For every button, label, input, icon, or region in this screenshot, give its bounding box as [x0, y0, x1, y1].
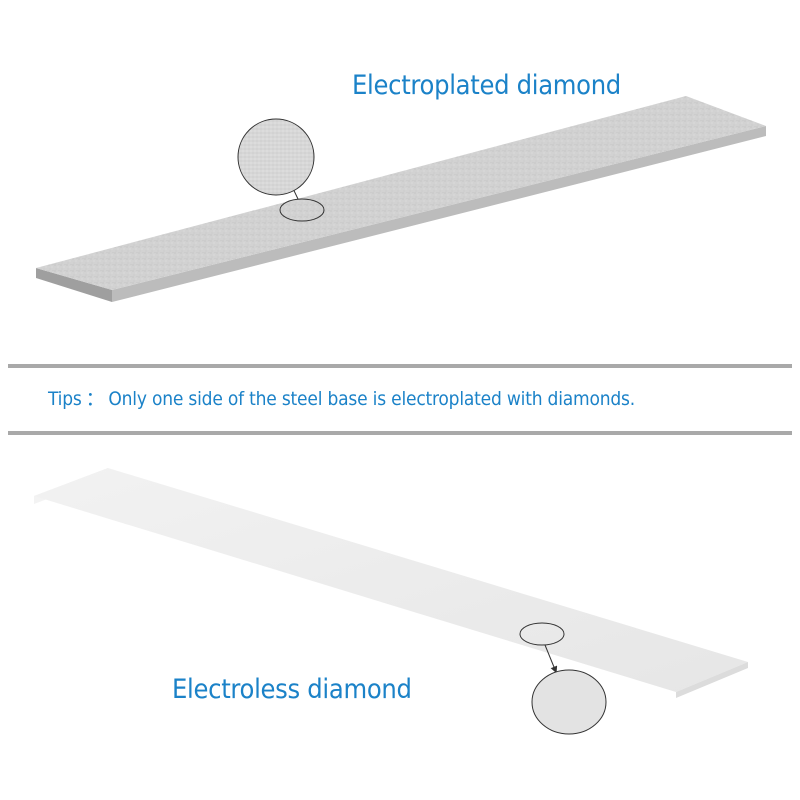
- electroless-zoom-source-circle: [519, 622, 565, 646]
- electroplated-label: Electroplated diamond: [352, 70, 621, 101]
- electroless-label: Electroless diamond: [172, 674, 412, 705]
- tips-text: Only one side of the steel base is elect…: [108, 388, 635, 410]
- tips-prefix: Tips: [48, 388, 82, 410]
- bottom-divider: [8, 431, 792, 435]
- electroplated-zoom-source-circle: [279, 198, 325, 222]
- electroless-strip-top-face: [34, 468, 748, 692]
- electroplated-strip-edge: [36, 268, 112, 302]
- tips-separator: ：: [85, 388, 105, 410]
- top-divider: [8, 364, 792, 368]
- electroplated-strip-side: [112, 126, 766, 302]
- electroless-zoom-detail-circle: [531, 669, 607, 735]
- electroless-strip-side: [676, 662, 748, 698]
- electroless-zoom-arrow: [544, 644, 558, 674]
- electroplated-strip-top-face: [36, 96, 766, 290]
- tips-note: Tips：Only one side of the steel base is …: [48, 384, 635, 411]
- electroless-strip: [34, 468, 748, 735]
- electroplated-zoom-detail-circle: [237, 118, 315, 196]
- electroplated-strip: [36, 96, 766, 302]
